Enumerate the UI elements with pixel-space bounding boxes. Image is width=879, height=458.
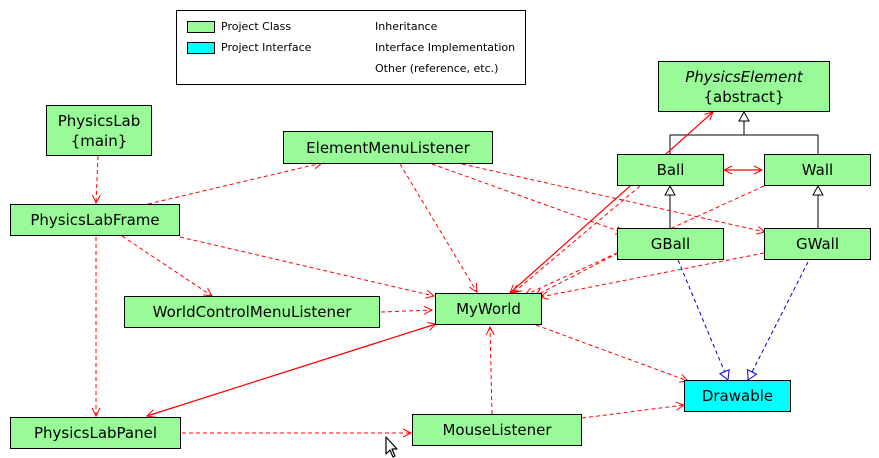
node-physicslabpanel: PhysicsLabPanel [10,417,181,449]
legend-reference-label: Other (reference, etc.) [375,62,499,75]
node-drawable: Drawable [684,380,791,412]
node-physicselement: PhysicsElement {abstract} [658,61,830,112]
node-myworld: MyWorld [435,293,542,325]
node-worldcontrolmenulistener-label: WorldControlMenuListener [152,303,352,321]
edge-wall-to-physicselement [744,134,819,154]
node-physicslabframe: PhysicsLabFrame [10,204,180,236]
edge-mouselistener-to-myworld [490,327,492,415]
node-ball-label: Ball [656,161,685,179]
implementation-edges [677,259,809,381]
node-physicslab: PhysicsLab {main} [46,105,152,156]
legend-class-swatch [187,21,215,33]
node-wall: Wall [764,154,871,186]
edge-worldcontrol-to-myworld [380,310,432,312]
node-elementmenulistener-label: ElementMenuListener [306,138,470,157]
edge-elementmenulistener-to-myworld [399,163,477,292]
edge-frame-to-elementmenulistener [147,163,322,205]
edge-ball-to-physicselement [669,110,750,154]
edge-gwall-to-drawable [747,261,809,381]
reference-edges [96,155,765,433]
legend-interface-swatch [187,42,215,54]
node-physicslabframe-label: PhysicsLabFrame [30,211,160,229]
legend: Project Class Project Interface Inherita… [176,10,526,85]
legend-interface-label: Project Interface [221,41,312,54]
node-worldcontrolmenulistener: WorldControlMenuListener [124,296,380,328]
node-physicslab-name: PhysicsLab [57,111,141,130]
legend-implementation-label: Interface Implementation [375,41,516,54]
edge-gball-to-drawable [677,259,730,381]
edge-frame-to-worldcontrolmenulistener [121,235,212,296]
node-myworld-label: MyWorld [456,300,521,318]
edge-mouselistener-to-drawable [581,405,684,419]
node-physicslab-stereotype: {main} [70,131,128,150]
edge-physicslab-to-frame [96,155,98,203]
node-drawable-label: Drawable [701,387,774,405]
node-mouselistener-label: MouseListener [442,421,552,439]
node-gwall: GWall [764,228,871,260]
edge-myworld-panel [147,324,436,416]
legend-inheritance-label: Inheritance [375,20,438,33]
node-elementmenulistener: ElementMenuListener [283,131,493,164]
edge-frame-to-myworld [179,236,434,296]
node-gball: GBall [617,228,724,260]
node-mouselistener: MouseListener [412,414,582,446]
node-wall-label: Wall [801,161,834,179]
edge-myworld-physicselement [510,112,713,293]
node-physicselement-stereotype: {abstract} [703,87,785,106]
node-gball-label: GBall [650,235,691,253]
node-physicslabpanel-label: PhysicsLabPanel [33,424,157,442]
mouse-pointer-icon [385,436,398,458]
node-ball: Ball [617,154,724,186]
bidirectional-edges [147,112,762,416]
node-gwall-label: GWall [795,235,840,253]
edge-elementmenulistener-to-gball [431,163,624,233]
node-physicselement-name: PhysicsElement [685,67,803,86]
edge-myworld-to-drawable [535,324,688,381]
legend-class-label: Project Class [221,20,292,33]
